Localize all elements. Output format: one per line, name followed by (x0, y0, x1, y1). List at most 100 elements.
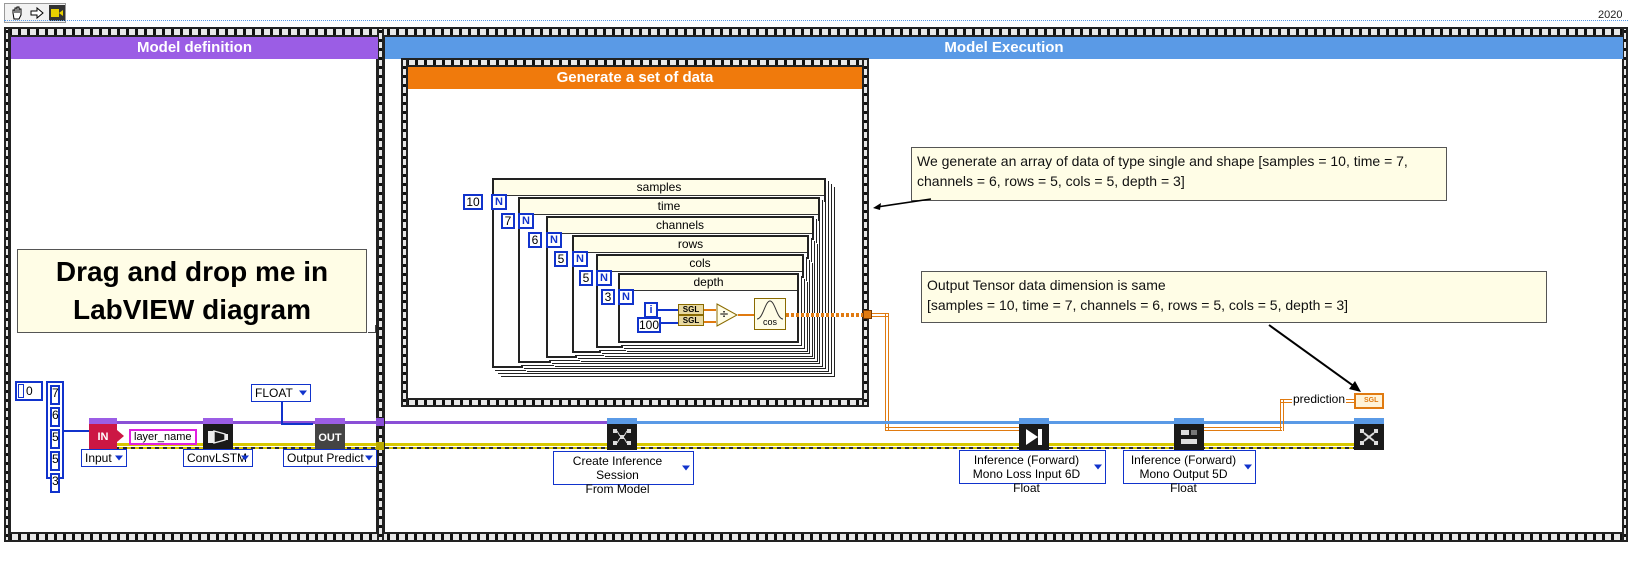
loop-label-cols: cols (598, 256, 802, 272)
shape-array-element[interactable]: 7 (50, 385, 60, 405)
close-icon (1360, 429, 1378, 445)
layer-name-constant[interactable]: layer_name (129, 429, 197, 445)
session-icon (613, 429, 631, 445)
shape-array-element[interactable]: 5 (50, 451, 60, 471)
float-ring-label: FLOAT (255, 386, 293, 400)
prediction-wire (1204, 427, 1282, 431)
chevron-down-icon (1094, 464, 1102, 470)
highlight-execution-icon[interactable] (49, 5, 65, 21)
iteration-terminal[interactable]: i (644, 302, 658, 318)
comment-generate[interactable]: We generate an array of data of type sin… (911, 147, 1447, 201)
sgl-wire (704, 309, 716, 311)
n-terminal-depth[interactable]: N (618, 289, 634, 305)
drag-drop-label[interactable]: Drag and drop me in LabVIEW diagram (17, 249, 367, 333)
count-constant-channels[interactable]: 6 (528, 232, 542, 248)
float-ring[interactable]: FLOAT (251, 384, 311, 402)
cos-node[interactable]: cos (754, 298, 786, 330)
output-predict-ring[interactable]: Output Predict (283, 449, 377, 467)
shape-array-element[interactable]: 3 (50, 473, 60, 493)
chevron-down-icon (241, 455, 249, 461)
inference-loss-node[interactable] (1019, 418, 1049, 450)
n-terminal-samples[interactable]: N (491, 194, 507, 210)
comment-arrow-icon (1268, 324, 1361, 392)
generate-frame-left (401, 58, 408, 407)
sequence-frame-top (4, 27, 1628, 37)
error-wire-dash (385, 447, 1369, 449)
model-definition-frame: Model definition Drag and drop me in Lab… (10, 37, 378, 532)
create-session-node[interactable] (607, 418, 637, 450)
generate-header: Generate a set of data (408, 67, 862, 89)
generate-frame-bottom (401, 398, 869, 407)
toolbar-tool-group (4, 3, 66, 23)
inference-output-node[interactable] (1174, 418, 1204, 450)
index-spinner-icon[interactable] (18, 384, 24, 398)
inference-loss-ring[interactable]: Inference (Forward) Mono Loss Input 6D F… (959, 450, 1106, 495)
convlstm-ring[interactable]: ConvLSTM (183, 449, 253, 467)
error-wire (385, 443, 1369, 446)
cos-curve-icon (756, 300, 784, 320)
cos-label: cos (763, 317, 778, 327)
loop-label-time: time (520, 199, 818, 215)
count-constant-time[interactable]: 7 (501, 213, 515, 229)
shape-array[interactable]: 7 6 5 5 3 (46, 381, 64, 493)
sequence-tunnel-error (376, 442, 384, 450)
prediction-indicator[interactable]: SGL (1354, 393, 1384, 409)
count-constant-rows[interactable]: 5 (554, 251, 568, 267)
n-terminal-rows[interactable]: N (572, 251, 588, 267)
release-session-node[interactable] (1354, 418, 1384, 450)
hand-icon[interactable] (9, 5, 25, 21)
shape-array-element[interactable]: 5 (50, 429, 60, 449)
sgl-wire (704, 321, 716, 323)
array-output-wire (786, 313, 864, 317)
create-session-label-1: Create Inference Session (572, 454, 663, 482)
tensor-output-icon (1181, 430, 1197, 444)
to-single-node[interactable]: SGL (678, 304, 704, 315)
inference-output-ring[interactable]: Inference (Forward) Mono Output 5D Float (1123, 450, 1256, 495)
prediction-wire (1280, 399, 1284, 431)
input-node-arrow-icon (117, 430, 124, 442)
input-layer-node[interactable]: IN (89, 418, 117, 452)
toolbar: 2020 (0, 0, 1633, 26)
model-definition-header: Model definition (11, 37, 378, 59)
inference-loss-label-1: Inference (Forward) (973, 453, 1080, 467)
output-predict-ring-label: Output Predict (287, 451, 364, 465)
loop-label-channels: channels (548, 218, 812, 234)
divide-node[interactable]: ÷ (716, 303, 739, 327)
model-wire-purple (385, 421, 609, 424)
count-constant-samples[interactable]: 10 (463, 194, 483, 210)
error-wire (91, 443, 378, 446)
const-wire (661, 322, 678, 324)
n-terminal-channels[interactable]: N (546, 232, 562, 248)
n-terminal-cols[interactable]: N (596, 270, 612, 286)
output-layer-node[interactable]: OUT (315, 418, 345, 452)
convlstm-node[interactable] (203, 418, 233, 450)
input-ring-label: Input (85, 451, 112, 465)
comment-arrow-icon (873, 198, 932, 210)
inference-output-label-2: Mono Output 5D Float (1139, 467, 1228, 495)
shape-array-index-value: 0 (26, 384, 33, 398)
data-wire (872, 313, 888, 317)
input-ring[interactable]: Input (81, 449, 127, 467)
i-wire (658, 309, 678, 311)
version-label: 2020 (1598, 9, 1623, 21)
shape-wire (64, 430, 92, 432)
shape-array-index[interactable]: 0 (15, 381, 43, 401)
create-session-ring[interactable]: Create Inference Session From Model (553, 451, 694, 496)
sequence-frame-divider (377, 27, 384, 542)
n-terminal-time[interactable]: N (518, 213, 534, 229)
constant-100[interactable]: 100 (637, 317, 661, 333)
count-constant-depth[interactable]: 3 (601, 289, 615, 305)
resize-handle-icon[interactable] (368, 325, 376, 333)
comment-output-line-1: Output Tensor data dimension is same (927, 277, 1166, 293)
chevron-down-icon (115, 455, 123, 461)
shape-array-element[interactable]: 6 (50, 407, 60, 427)
float-wire (281, 423, 313, 425)
comment-output-tensor[interactable]: Output Tensor data dimension is same [sa… (921, 271, 1547, 323)
run-arrow-icon[interactable] (29, 5, 45, 21)
to-single-node[interactable]: SGL (678, 315, 704, 326)
count-constant-cols[interactable]: 5 (579, 270, 593, 286)
chevron-down-icon (682, 465, 690, 471)
sequence-frame-right (1622, 27, 1628, 542)
model-execution-header: Model Execution (385, 37, 1623, 59)
model-execution-frame: Model Execution Generate a set of data s… (384, 37, 1623, 532)
